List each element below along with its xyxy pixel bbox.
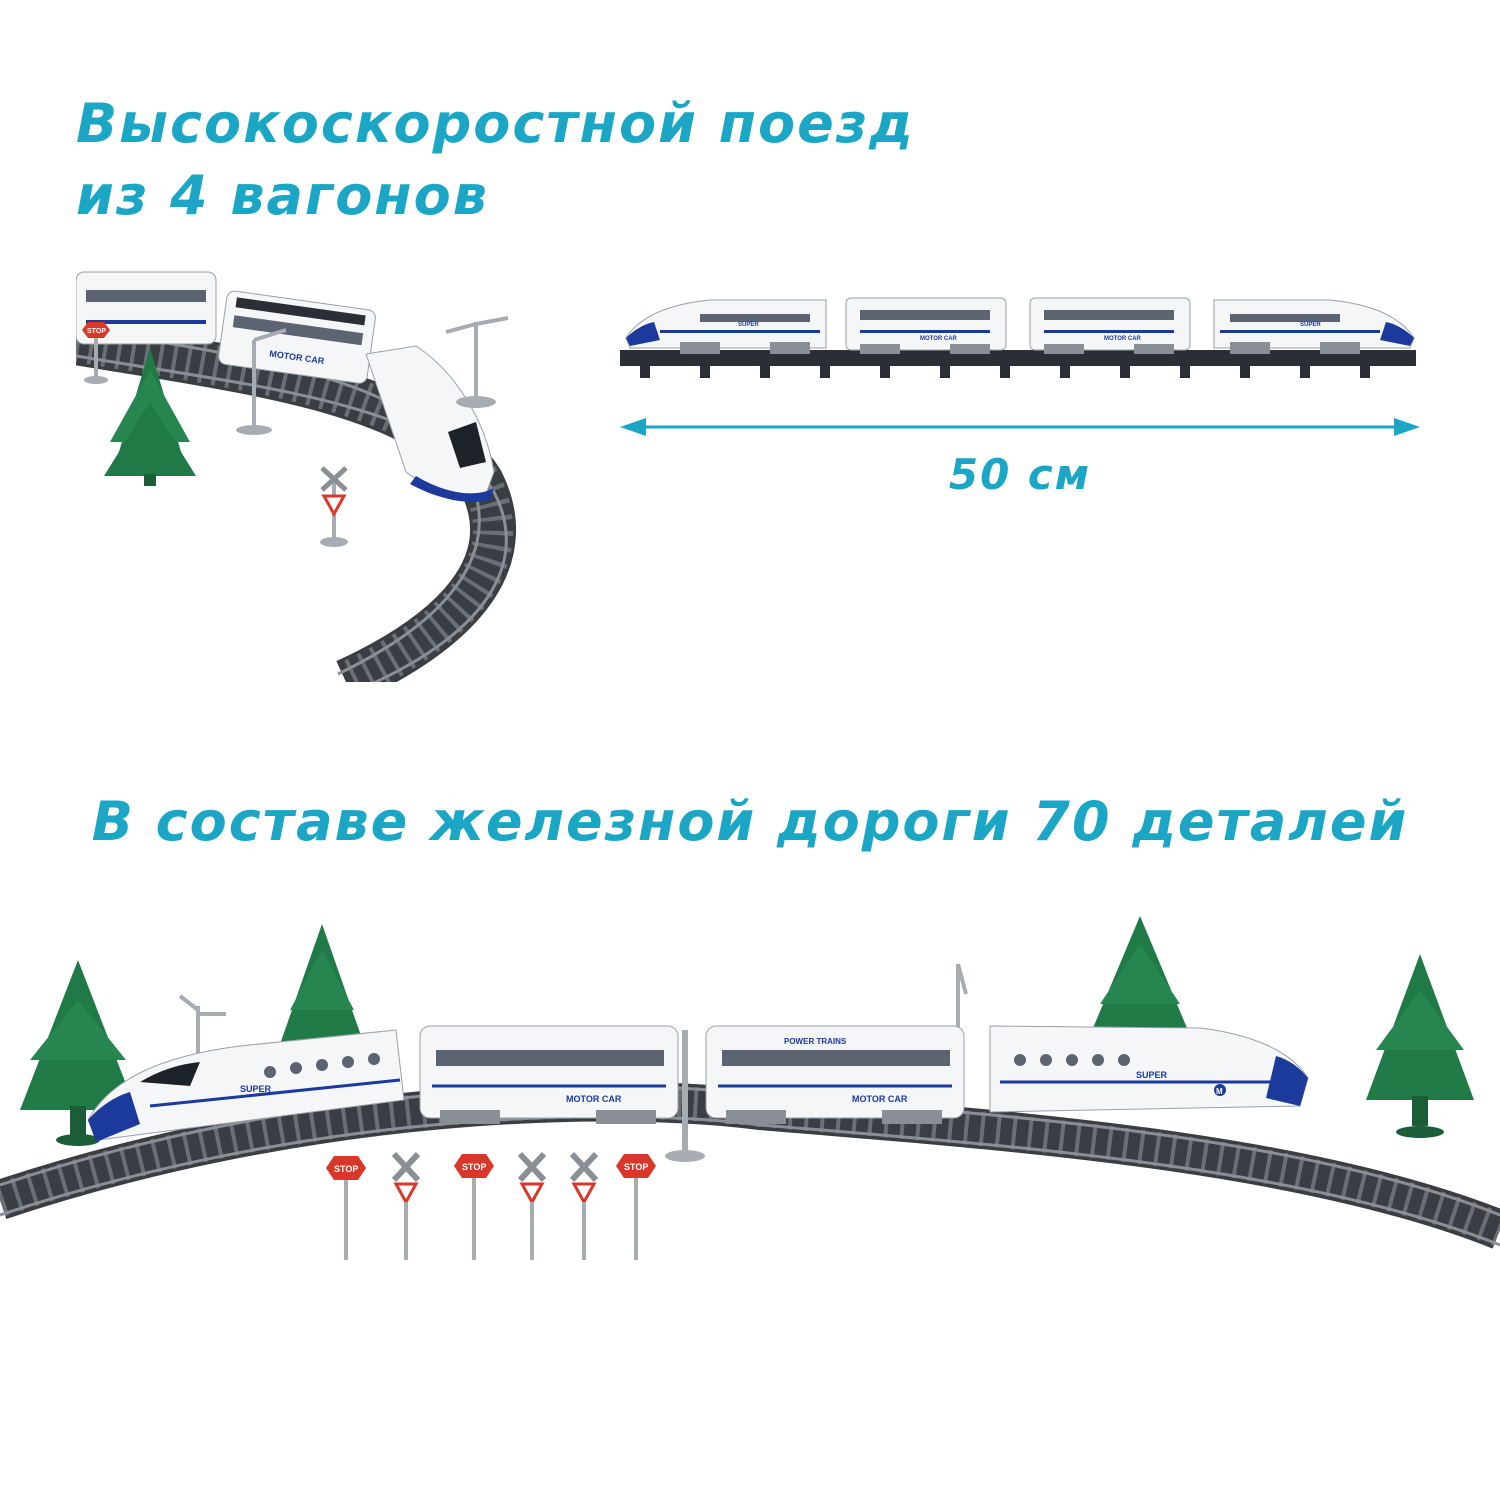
tree-icon [20,960,136,1146]
train-car-2: MOTOR CAR [419,1025,679,1124]
railroad-crossing-sign-icon [391,1151,421,1260]
motor-car-label: MOTOR CAR [566,1094,622,1104]
railroad-crossing-sign-icon [320,466,348,547]
track-ties [640,364,1370,378]
stop-sign-icon: STOP [454,1154,494,1260]
train-car-3: MOTOR CAR [1029,297,1191,354]
street-lamp-icon [236,328,287,435]
stop-sign-icon: STOP [82,322,110,384]
train-set-photo: SUPER MOTOR CAR POWER TRAINS MOTOR CAR S… [0,916,1500,1260]
straight-track [620,350,1416,366]
train-engine-left: SUPER [625,299,827,354]
length-label: 50 см [948,450,1092,499]
stop-sign-text: STOP [624,1162,648,1172]
motor-car-label: MOTOR CAR [920,336,958,342]
railroad-crossing-sign-icon [517,1151,547,1260]
train-engine-front [365,345,495,503]
logo-label: M [1216,1087,1223,1096]
train-car-3: POWER TRAINS MOTOR CAR [705,1025,965,1124]
stop-sign-icon: STOP [616,1154,656,1260]
stop-sign-text: STOP [334,1164,358,1174]
double-arrow-icon [620,418,1420,436]
railroad-crossing-sign-icon [569,1151,599,1260]
train-curve-photo: MOTOR CAR STOP [76,271,517,682]
headline-line-1: Высокоскоростной поезд [76,92,915,155]
power-trains-label: POWER TRAINS [784,1037,847,1046]
tree-icon [1366,954,1474,1138]
motor-car-label: MOTOR CAR [852,1094,908,1104]
motor-car-label: MOTOR CAR [1104,336,1142,342]
stop-sign-text: STOP [462,1162,486,1172]
super-label: SUPER [738,322,759,328]
train-car-middle: MOTOR CAR [218,290,376,384]
tree-icon [104,348,196,486]
street-lamp-icon [178,994,226,1076]
train-side-view: SUPER MOTOR CAR MOTOR CAR SUPER [620,297,1416,378]
street-lamp-icon [445,316,509,408]
super-label: SUPER [1300,322,1321,328]
tree-icon [1088,916,1192,1040]
headline-line-2: из 4 вагонов [76,164,489,227]
street-lamp-icon [956,963,968,1044]
stop-sign-text: STOP [87,328,106,335]
train-engine-right: SUPER [1213,299,1415,354]
super-label: SUPER [240,1084,272,1094]
street-lamp-icon [665,1030,705,1162]
train-engine-left: SUPER [87,1029,405,1142]
super-label: SUPER [1136,1070,1168,1080]
train-car-rear [76,271,217,345]
train-engine-right: SUPER M [989,1025,1309,1113]
train-car-2: MOTOR CAR [845,297,1007,354]
stop-sign-icon: STOP [326,1156,366,1260]
headline-train-cars: Высокоскоростной поезд из 4 вагонов [76,88,915,232]
tree-icon [278,924,366,1050]
headline-parts-count: В составе железной дороги 70 деталей [91,790,1409,853]
